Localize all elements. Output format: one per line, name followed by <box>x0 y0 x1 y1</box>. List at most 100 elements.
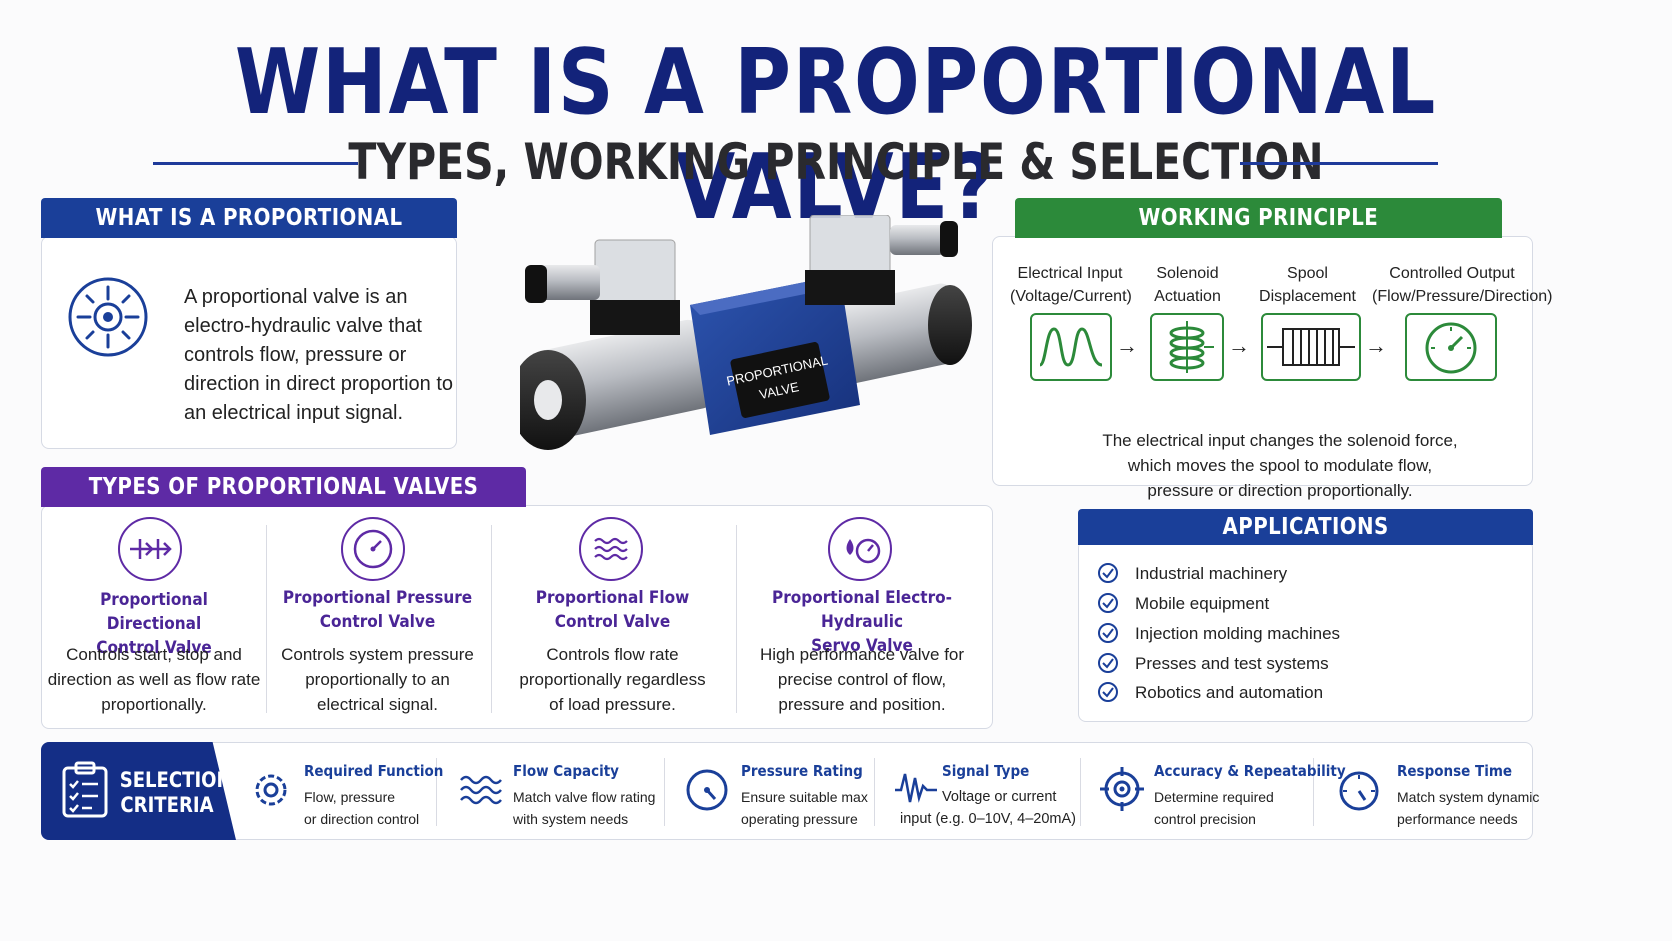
types-divider-3 <box>736 525 737 713</box>
applications-header: APPLICATIONS <box>1078 509 1533 545</box>
type-3-title-line1: Proportional Flow <box>535 588 690 608</box>
sel-2-desc-line2: with system needs <box>513 811 629 827</box>
selection-label-line2: CRITERIA <box>120 793 214 817</box>
selection-label-block <box>41 742 236 840</box>
selection-card <box>41 742 1533 840</box>
type-2-title-line1: Proportional Pressure <box>282 588 473 608</box>
type-4-title-line2: Servo Valve <box>811 636 913 656</box>
application-item: Injection molding machines <box>1135 624 1341 643</box>
wp-step-2-label: Solenoid Actuation <box>1140 262 1235 308</box>
page-title: WHAT IS A PROPORTIONAL VALVE? <box>234 30 1438 240</box>
wp-desc-line2: which moves the spool to modulate flow, <box>1127 456 1433 475</box>
title-rule-right <box>1240 162 1438 165</box>
stopwatch-icon <box>1339 771 1379 811</box>
servo-drop-gauge-icon <box>828 517 892 581</box>
sel-5-description: Determine required control precision <box>1154 786 1274 830</box>
wp-step-4-line1: Controlled Output <box>1389 265 1515 282</box>
sel-divider-4 <box>1080 758 1081 826</box>
check-icon <box>1098 563 1118 583</box>
types-header: TYPES OF PROPORTIONAL VALVES <box>41 467 526 507</box>
sel-6-desc-line2: performance needs <box>1397 811 1518 827</box>
sel-divider-3 <box>874 758 875 826</box>
clipboard-checklist-icon <box>62 761 108 818</box>
waves-icon <box>460 775 502 805</box>
type-4-desc-line2: precise control of flow, <box>777 670 947 689</box>
type-2-desc-line2: proportionally to an <box>305 670 450 689</box>
target-icon <box>68 277 148 357</box>
pressure-gauge-icon <box>341 517 405 581</box>
type-3-desc-line2: proportionally regardless <box>519 670 706 689</box>
wp-step-1-line1: Electrical Input <box>1017 265 1123 282</box>
wp-desc-line1: The electrical input changes the solenoi… <box>1102 431 1458 450</box>
type-4-title: Proportional Electro-Hydraulic Servo Val… <box>754 586 970 658</box>
wp-step-4-label: Controlled Output (Flow/Pressure/Directi… <box>1372 262 1553 308</box>
gauge-icon <box>1405 313 1497 381</box>
type-4-desc-line1: High performance valve for <box>759 645 965 664</box>
coil-icon <box>1150 313 1224 381</box>
sel-1-title: Required Function <box>304 762 444 780</box>
what-is-description: A proportional valve is an electro-hydra… <box>184 286 454 424</box>
wp-step-3-label: Spool Displacement <box>1255 262 1360 308</box>
sel-divider-1 <box>436 758 437 826</box>
sel-3-title: Pressure Rating <box>741 762 863 780</box>
sel-divider-2 <box>664 758 665 826</box>
sel-2-title: Flow Capacity <box>513 762 619 780</box>
gear-icon <box>255 774 287 806</box>
sel-divider-5 <box>1313 758 1314 826</box>
check-icon <box>1098 623 1118 643</box>
working-principle-description: The electrical input changes the solenoi… <box>1060 428 1500 503</box>
title-rule-left <box>153 162 358 165</box>
what-is-header: WHAT IS A PROPORTIONAL VALVE? <box>41 198 457 271</box>
sel-6-desc-line1: Match system dynamic <box>1397 789 1540 805</box>
check-icon <box>1098 682 1118 702</box>
signal-icon <box>895 773 937 803</box>
sel-5-desc-line1: Determine required <box>1154 789 1274 805</box>
wp-arrow-1: → <box>1116 333 1138 358</box>
wp-step-4-line2: (Flow/Pressure/Direction) <box>1372 288 1553 305</box>
sel-4-description: Voltage or current input (e.g. 0–10V, 4–… <box>900 786 1076 830</box>
sel-2-description: Match valve flow rating with system need… <box>513 786 655 830</box>
sel-4-title: Signal Type <box>942 762 1030 780</box>
sel-2-desc-line1: Match valve flow rating <box>513 789 656 805</box>
flow-waves-icon <box>579 517 643 581</box>
wp-desc-line3: pressure or direction proportionally. <box>1147 481 1413 500</box>
application-item: Mobile equipment <box>1135 594 1270 613</box>
type-4-title-line1: Proportional Electro-Hydraulic <box>772 588 952 632</box>
working-principle-header: WORKING PRINCIPLE <box>1015 198 1502 238</box>
application-item: Robotics and automation <box>1135 683 1324 702</box>
type-2-desc-line1: Controls system pressure <box>281 645 474 664</box>
type-3-title: Proportional Flow Control Valve <box>511 586 714 634</box>
wp-arrow-2: → <box>1228 333 1250 358</box>
wp-step-1-label: Electrical Input (Voltage/Current) <box>1010 262 1132 308</box>
wp-step-2-line1: Solenoid <box>1156 265 1219 282</box>
sel-5-title: Accuracy & Repeatability <box>1154 762 1346 780</box>
type-1-desc-line2: direction as well as flow rate <box>47 670 261 689</box>
type-3-desc-line1: Controls flow rate <box>546 645 679 664</box>
wp-step-2-line2: Actuation <box>1154 288 1221 305</box>
types-divider-1 <box>266 525 267 713</box>
type-1-title-line1: Proportional Directional <box>100 590 208 634</box>
type-1-description: Controls start, stop and direction as we… <box>46 642 262 717</box>
sel-3-desc-line1: Ensure suitable max <box>741 789 868 805</box>
sel-1-desc-line2: or direction control <box>304 811 420 827</box>
types-divider-2 <box>491 525 492 713</box>
wp-step-1-line2: (Voltage/Current) <box>1010 288 1132 305</box>
type-1-title-line2: Control Valve <box>96 638 212 658</box>
sel-1-description: Flow, pressure or direction control <box>304 786 419 830</box>
application-item: Presses and test systems <box>1135 654 1329 673</box>
check-icon <box>1098 653 1118 673</box>
gauge-icon <box>686 769 728 811</box>
sel-4-desc-line2: input (e.g. 0–10V, 4–20mA) <box>900 811 1077 827</box>
wp-step-3-line2: Displacement <box>1259 288 1356 305</box>
crosshair-icon <box>1100 767 1144 811</box>
type-1-title: Proportional Directional Control Valve <box>57 588 251 660</box>
wp-arrow-3: → <box>1365 333 1387 358</box>
type-4-desc-line3: pressure and position. <box>778 695 946 714</box>
type-1-desc-line1: Controls start, stop and <box>66 645 242 664</box>
type-3-title-line2: Control Valve <box>554 612 671 632</box>
type-2-title: Proportional Pressure Control Valve <box>281 586 475 634</box>
check-icon <box>1098 593 1118 613</box>
sel-5-desc-line2: control precision <box>1154 811 1256 827</box>
spool-icon <box>1261 313 1361 381</box>
type-2-desc-line3: electrical signal. <box>317 695 438 714</box>
